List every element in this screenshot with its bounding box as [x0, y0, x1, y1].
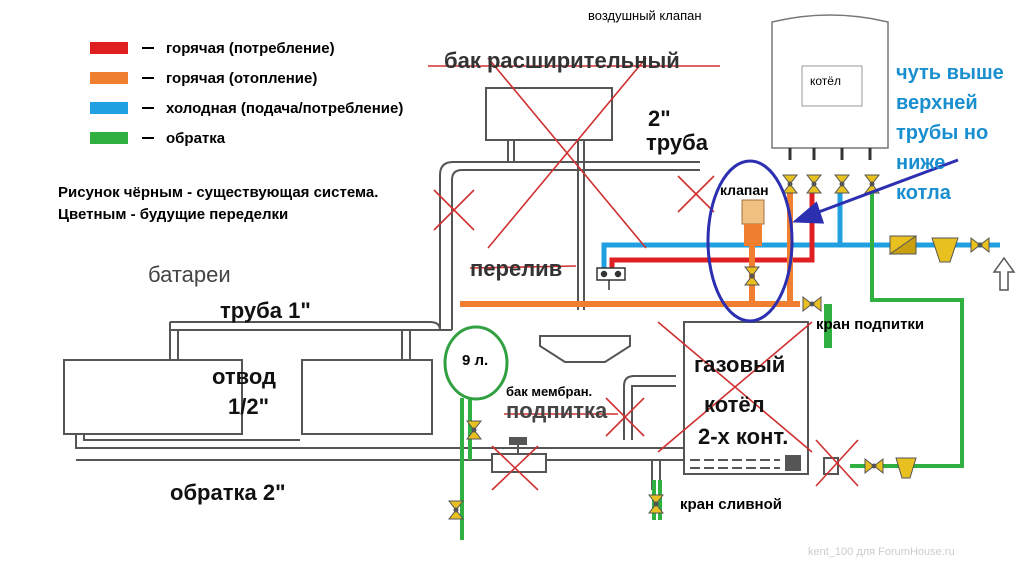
valve-icon — [596, 267, 626, 290]
note-line: котла — [896, 182, 951, 204]
legend-item: обратка — [90, 128, 225, 148]
gas-boiler-label-3: 2-х конт. — [698, 424, 789, 449]
branch-label: отвод — [212, 364, 277, 389]
note-line: ниже — [896, 152, 946, 174]
legend-label: горячая (отопление) — [166, 69, 318, 87]
membrane-tank-label: бак мембран. — [506, 384, 593, 399]
pipe-word-label: труба — [646, 130, 708, 155]
note-line: трубы но — [896, 122, 989, 144]
membrane-tank — [443, 325, 509, 401]
radiator-right — [301, 359, 433, 435]
legend-label: обратка — [166, 129, 226, 147]
placement-note: чуть выше верхней трубы но ниже котла — [896, 58, 1024, 208]
legend-swatch — [90, 72, 128, 84]
wall-boiler-label: котёл — [810, 74, 841, 88]
annotation-ellipse — [706, 159, 794, 323]
cross-mark-icon — [428, 57, 859, 491]
watermark: kent_100 для ForumHouse.ru — [808, 546, 955, 558]
valve-label: клапан — [720, 182, 769, 198]
return-2in-label: обратка 2" — [170, 480, 286, 505]
legend-note-existing: Рисунок чёрным - существующая система. — [58, 184, 379, 201]
radiators-label: батареи — [148, 262, 231, 287]
makeup-old-label: подпитка — [506, 398, 608, 423]
gas-boiler — [683, 321, 809, 475]
overflow-label: перелив — [470, 256, 563, 281]
legend-item: холодная (подача/потребление) — [90, 98, 403, 118]
expansion-tank-label: бак расширительный — [444, 48, 680, 73]
drain-valve-label: кран сливной — [680, 496, 782, 513]
filter-icon — [888, 235, 959, 479]
legend-note-future: Цветным - будущие переделки — [58, 206, 289, 223]
legend-label: холодная (подача/потребление) — [166, 99, 404, 117]
tank-volume-label: 9 л. — [462, 352, 489, 369]
makeup-valve-label: кран подпитки — [816, 316, 925, 333]
legend-item: горячая (потребление) — [90, 38, 335, 58]
cold-line — [601, 192, 1000, 272]
pipe-2in-label: 2" — [648, 106, 671, 131]
gas-boiler-label-1: газовый — [694, 352, 786, 377]
pipe-1in-label: труба 1" — [220, 298, 311, 323]
note-line: верхней — [896, 92, 978, 114]
annotation-arrow — [792, 158, 959, 224]
note-line: чуть выше — [896, 62, 1004, 84]
air-valve-label: воздушный клапан — [588, 8, 702, 23]
branch-size-label: 1/2" — [228, 394, 270, 419]
legend-swatch — [90, 102, 128, 114]
existing-system — [63, 87, 809, 490]
arrow-up-icon — [992, 256, 1016, 291]
legend-label: горячая (потребление) — [166, 39, 335, 57]
hot-consumption-line — [609, 192, 815, 272]
radiator-left — [63, 359, 243, 435]
legend-swatch — [90, 42, 128, 54]
gas-boiler-label-2: котёл — [704, 392, 765, 417]
legend-item: горячая (отопление) — [90, 68, 317, 88]
safety-valve — [741, 199, 765, 246]
legend-swatch — [90, 132, 128, 144]
